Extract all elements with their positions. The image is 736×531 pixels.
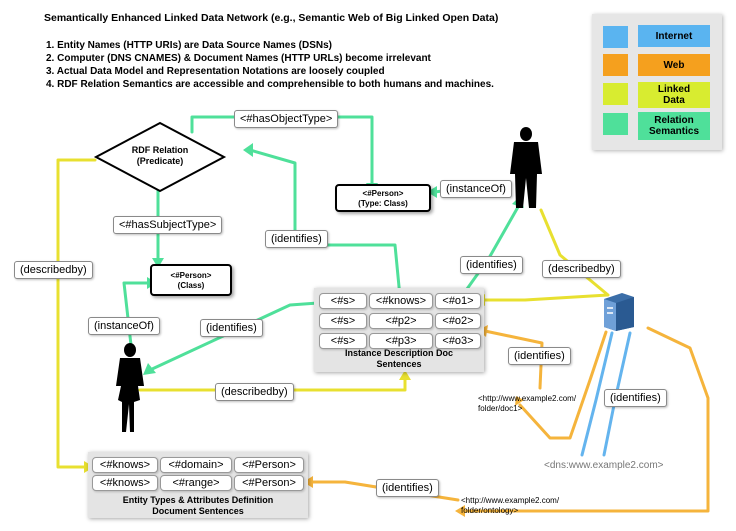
legend-swatch-relation bbox=[603, 113, 628, 135]
edge-identifies-doc1 bbox=[483, 329, 544, 390]
edge-label-identifies-doc1: (identifies) bbox=[508, 347, 571, 365]
edge-identifies-server bbox=[518, 330, 608, 440]
rdf-relation-label: RDF Relation (Predicate) bbox=[131, 145, 189, 166]
instance-cell: <#p2> bbox=[369, 313, 433, 329]
entity-cell: <#knows> bbox=[92, 475, 158, 491]
instance-cell: <#s> bbox=[319, 313, 367, 329]
doc1-url: <http://www.example2.com/ folder/doc1> bbox=[478, 394, 577, 413]
edge-dns-left bbox=[580, 331, 614, 457]
entity-cell: <#range> bbox=[160, 475, 232, 491]
header-point-2: 2. Computer (DNS CNAMES) & Document Name… bbox=[46, 53, 431, 64]
instance-cell: <#o1> bbox=[435, 293, 481, 309]
legend-label-web: Web bbox=[638, 54, 710, 76]
person-class-box: <#Person> (Class) bbox=[150, 264, 232, 296]
legend-swatch-linked-data bbox=[603, 83, 628, 105]
page-title: Semantically Enhanced Linked Data Networ… bbox=[44, 12, 499, 24]
legend-swatch-web bbox=[603, 54, 628, 76]
edge-label-described-by-right: (describedby) bbox=[542, 260, 621, 278]
edge-identifies-mid bbox=[460, 205, 520, 298]
instance-cell: <#p3> bbox=[369, 333, 433, 349]
edge-described-by-left bbox=[56, 158, 97, 469]
edge-label-identifies-server: (identifies) bbox=[604, 389, 667, 407]
edge-described-by-right bbox=[480, 208, 610, 302]
arrowhead bbox=[399, 370, 411, 380]
edge-server-ontology bbox=[460, 326, 710, 513]
arrowhead bbox=[243, 143, 253, 157]
entity-cell: <#knows> bbox=[92, 457, 158, 473]
arrowhead bbox=[427, 186, 437, 198]
ontology-url: <http://www.example2.com/ folder/ontolog… bbox=[461, 496, 560, 515]
entity-cell: <#domain> bbox=[160, 457, 232, 473]
edge-label-instance-of-right: (instanceOf) bbox=[440, 180, 512, 198]
instance-doc-caption: Instance Description Doc Sentences bbox=[344, 348, 454, 369]
legend-label-linked-data: Linked Data bbox=[638, 82, 710, 108]
header-point-4: 4. RDF Relation Semantics are accessible… bbox=[46, 79, 494, 90]
arrowhead bbox=[303, 476, 313, 488]
legend-label-relation: Relation Semantics bbox=[638, 112, 710, 140]
header-point-1: 1. Entity Names (HTTP URIs) are Data Sou… bbox=[46, 40, 333, 51]
arrowhead bbox=[455, 505, 465, 517]
entity-doc-caption: Entity Types & Attributes Definition Doc… bbox=[122, 495, 274, 516]
person-type-class-box: <#Person> (Type: Class) bbox=[335, 184, 431, 212]
edge-label-described-by-left: (describedby) bbox=[14, 261, 93, 279]
instance-cell: <#o3> bbox=[435, 333, 481, 349]
entity-cell: <#Person> bbox=[234, 457, 304, 473]
rdf-relation-diamond bbox=[93, 121, 227, 193]
header-point-3: 3. Actual Data Model and Representation … bbox=[46, 66, 385, 77]
edge-label-identifies-bottom: (identifies) bbox=[376, 479, 439, 497]
arrowhead bbox=[515, 396, 524, 406]
man-silhouette-icon bbox=[510, 127, 542, 208]
edge-label-identifies-left: (identifies) bbox=[200, 319, 263, 337]
edge-label-described-by-bottom: (describedby) bbox=[215, 383, 294, 401]
legend-swatch-internet bbox=[603, 26, 628, 48]
edge-label-identifies-mid: (identifies) bbox=[460, 256, 523, 274]
instance-cell: <#o2> bbox=[435, 313, 481, 329]
server-icon bbox=[604, 293, 634, 331]
instance-cell: <#s> bbox=[319, 333, 367, 349]
dns-name: <dns:www.example2.com> bbox=[544, 460, 664, 471]
edge-instance-of-left bbox=[122, 281, 150, 347]
edge-identifies-top bbox=[248, 148, 402, 299]
arrowhead bbox=[143, 363, 156, 375]
edge-label-has-subject-type: <#hasSubjectType> bbox=[113, 216, 223, 234]
entity-cell: <#Person> bbox=[234, 475, 304, 491]
woman-silhouette-icon bbox=[116, 343, 144, 432]
edge-label-identifies-top: (identifies) bbox=[265, 230, 328, 248]
arrowhead bbox=[152, 258, 164, 268]
instance-cell: <#s> bbox=[319, 293, 367, 309]
edge-label-has-object-type: <#hasObjectType> bbox=[234, 110, 339, 128]
edge-label-instance-of-left: (instanceOf) bbox=[88, 317, 160, 335]
instance-cell: <#knows> bbox=[369, 293, 433, 309]
legend-label-internet: Internet bbox=[638, 25, 710, 47]
